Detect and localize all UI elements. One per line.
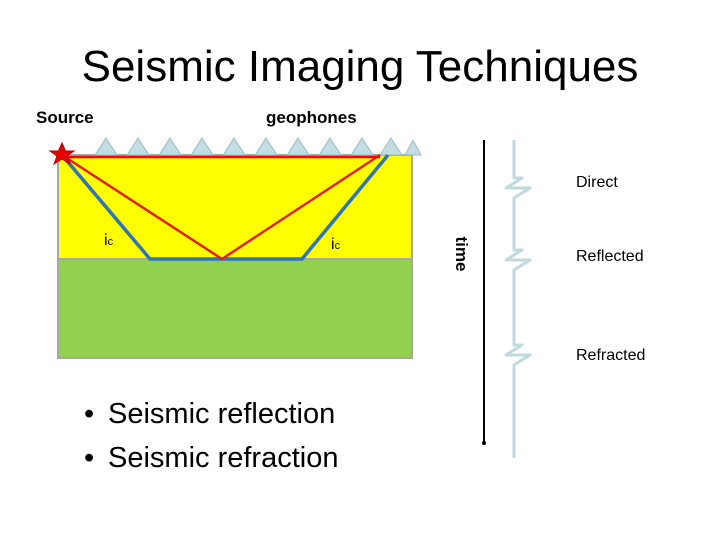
- direct-label: Direct: [576, 174, 618, 191]
- reflected-ray: [61, 153, 381, 261]
- geophone-icon: [94, 137, 118, 156]
- critical-angle-subscript: c: [334, 240, 341, 252]
- bullet-text: Seismic refraction: [108, 442, 339, 474]
- geophone-icon: [254, 137, 278, 156]
- bullet-text: Seismic reflection: [108, 398, 336, 430]
- bullet-item: • Seismic refraction: [84, 440, 338, 484]
- slide-title: Seismic Imaging Techniques: [81, 42, 639, 91]
- geophone-icon: [126, 137, 150, 156]
- bullet-dot-icon: •: [84, 398, 95, 430]
- critical-angle-symbol: i: [331, 236, 335, 253]
- refracted-label: Refracted: [576, 347, 646, 364]
- source-star-icon: [48, 141, 76, 166]
- refracted-ray: [60, 153, 390, 261]
- seismogram-trace: [504, 140, 532, 458]
- geophone-icon: [190, 137, 214, 156]
- bullet-item: • Seismic reflection: [84, 396, 338, 440]
- geophone-icon: [158, 137, 182, 156]
- geophone-row: [94, 137, 422, 156]
- geophone-icon: [404, 138, 422, 156]
- geophone-icon: [318, 137, 342, 156]
- critical-angle-subscript: c: [107, 236, 114, 248]
- time-axis-end: [482, 441, 486, 445]
- critical-angle-symbol: i: [104, 232, 108, 249]
- geophone-icon: [222, 137, 246, 156]
- source-label: Source: [36, 108, 94, 127]
- geophone-icon: [286, 137, 310, 156]
- bullet-dot-icon: •: [84, 442, 95, 474]
- geophone-icon: [379, 137, 403, 156]
- reflected-label: Reflected: [576, 248, 644, 265]
- critical-angle-left: ic: [104, 232, 113, 250]
- critical-angle-right: ic: [331, 236, 340, 254]
- bullet-list: • Seismic reflection • Seismic refraction: [84, 396, 338, 484]
- geophone-icon: [350, 137, 374, 156]
- lower-layer: [57, 258, 413, 359]
- time-axis-label: time: [452, 236, 471, 272]
- geophones-label: geophones: [266, 108, 357, 127]
